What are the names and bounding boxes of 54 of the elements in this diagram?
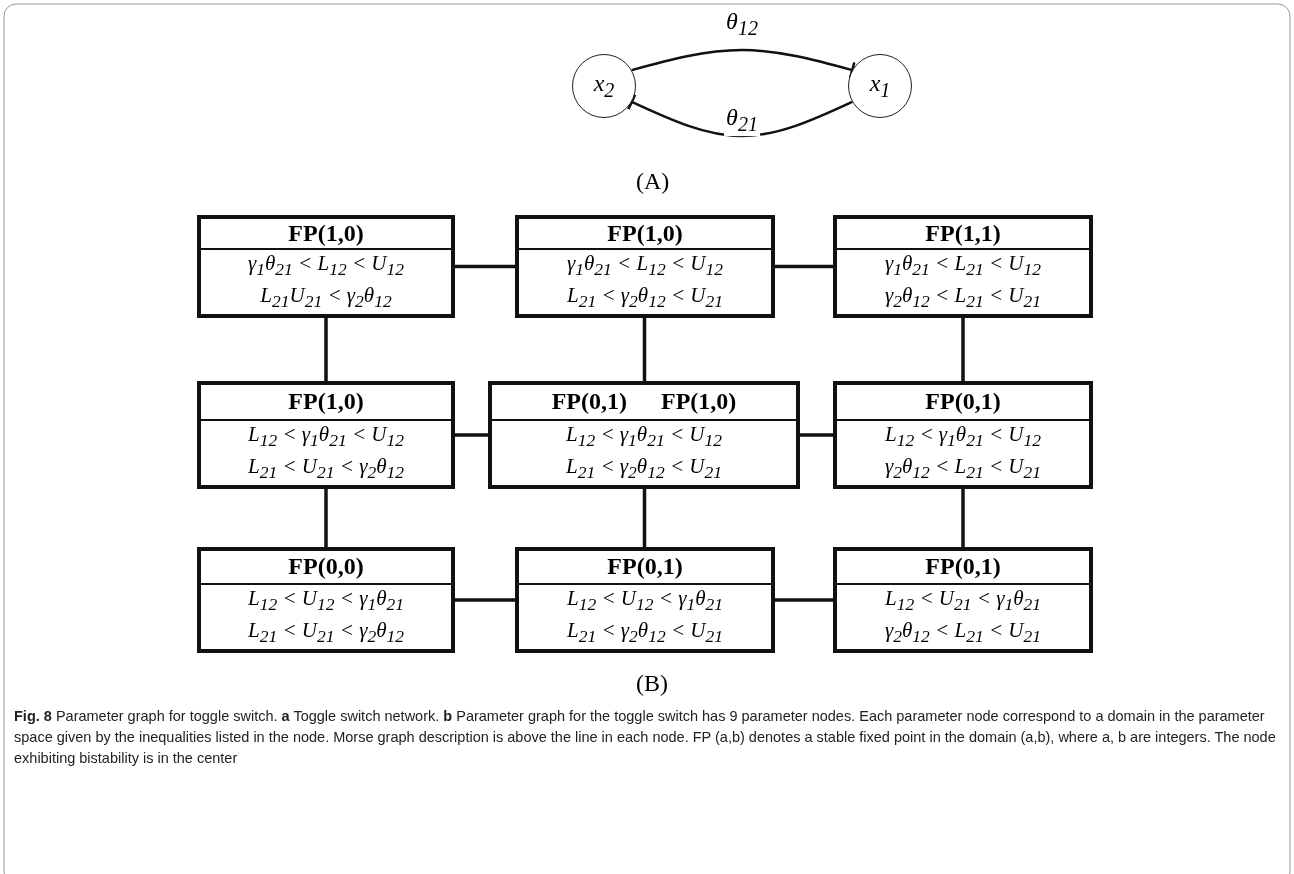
connector-line	[961, 489, 965, 547]
connector-line	[455, 598, 515, 602]
morse-graph-label: FP(0,1)	[551, 388, 627, 416]
inequality-text: L$_{21}$U$_{21}$ < γ$_{2}$θ$_{12}$	[260, 281, 392, 313]
inequality-text: L$_{12}$ < γ$_{1}$θ$_{21}$ < U$_{12}$	[247, 420, 405, 452]
inequality-text: L$_{21}$ < γ$_{2}$θ$_{12}$ < U$_{21}$	[565, 452, 723, 484]
connector-line	[775, 598, 833, 602]
inequality-text: γ$_{1}$θ$_{21}$ < L$_{21}$ < U$_{12}$	[884, 249, 1042, 281]
morse-graph-label: FP(1,0)	[288, 388, 364, 416]
inequality-text: L$_{12}$ < U$_{12}$ < γ$_{1}$θ$_{21}$	[247, 584, 405, 616]
connector-line	[800, 433, 833, 437]
morse-graph-label: FP(1,0)	[607, 219, 683, 247]
panel-label: (B)	[636, 670, 668, 697]
parameter-node-box	[197, 381, 455, 489]
inequality-text: γ$_{1}$θ$_{21}$ < L$_{12}$ < U$_{12}$	[566, 249, 724, 281]
figure-caption: Fig. 8 Parameter graph for toggle switch. a Toggle switch network. b Parameter graph for the toggle switch has 9 parameter nodes. Each parameter node correspond to a domain in the parameter space given by the inequalities listed in the node. Morse graph description is above the line in each node. FP (a,b) denotes a stable fixed point in the domain (a,b), where a, b are integers. The node exhibiting bistability is in the center	[14, 707, 1276, 768]
parameter-node-box	[833, 381, 1093, 489]
inequality-text: γ$_{2}$θ$_{12}$ < L$_{21}$ < U$_{21}$	[884, 281, 1042, 313]
variable-label: x$_{2}$	[593, 70, 615, 102]
connector-line	[324, 318, 328, 381]
parameter-node-box	[833, 215, 1093, 318]
inequality-text: γ$_{1}$θ$_{21}$ < L$_{12}$ < U$_{12}$	[247, 249, 405, 281]
parameter-node-box	[197, 215, 455, 318]
morse-graph-label: FP(1,0)	[288, 219, 364, 247]
inequality-text: L$_{21}$ < U$_{21}$ < γ$_{2}$θ$_{12}$	[247, 616, 405, 648]
inequality-text: γ$_{2}$θ$_{12}$ < L$_{21}$ < U$_{21}$	[884, 452, 1042, 484]
parameter-node-box	[515, 215, 775, 318]
inequality-text: L$_{12}$ < γ$_{1}$θ$_{21}$ < U$_{12}$	[565, 420, 723, 452]
inequality-text: L$_{12}$ < U$_{21}$ < γ$_{1}$θ$_{21}$	[884, 584, 1042, 616]
parameter-node-box	[488, 381, 800, 489]
inequality-text: L$_{12}$ < U$_{12}$ < γ$_{1}$θ$_{21}$	[566, 584, 724, 616]
morse-graph-label: FP(0,1)	[925, 553, 1001, 581]
variable-label: x$_{1}$	[869, 70, 891, 102]
inequality-text: L$_{21}$ < U$_{21}$ < γ$_{2}$θ$_{12}$	[247, 452, 405, 484]
morse-graph-label: FP(0,1)	[607, 553, 683, 581]
connector-line	[642, 489, 647, 547]
morse-graph-label: FP(1,1)	[925, 219, 1001, 247]
parameter-node-box	[515, 547, 775, 653]
inequality-text: L$_{21}$ < γ$_{2}$θ$_{12}$ < U$_{21}$	[566, 616, 724, 648]
morse-graph-label: FP(0,1)	[925, 388, 1001, 416]
connector-line	[455, 264, 515, 269]
inequality-text: γ$_{2}$θ$_{12}$ < L$_{21}$ < U$_{21}$	[884, 616, 1042, 648]
connector-line	[455, 433, 488, 437]
connector-line	[642, 318, 647, 381]
connector-line	[775, 264, 833, 269]
morse-graph-label: FP(1,0)	[661, 388, 737, 416]
inequality-text: L$_{12}$ < γ$_{1}$θ$_{21}$ < U$_{12}$	[884, 420, 1042, 452]
connector-line	[961, 318, 965, 381]
morse-graph-label: FP(0,0)	[288, 553, 364, 581]
inequality-text: L$_{21}$ < γ$_{2}$θ$_{12}$ < U$_{21}$	[566, 281, 724, 313]
parameter-node-box	[197, 547, 455, 653]
connector-line	[324, 489, 328, 547]
parameter-node-box	[833, 547, 1093, 653]
panel-label: (A)	[636, 168, 670, 195]
